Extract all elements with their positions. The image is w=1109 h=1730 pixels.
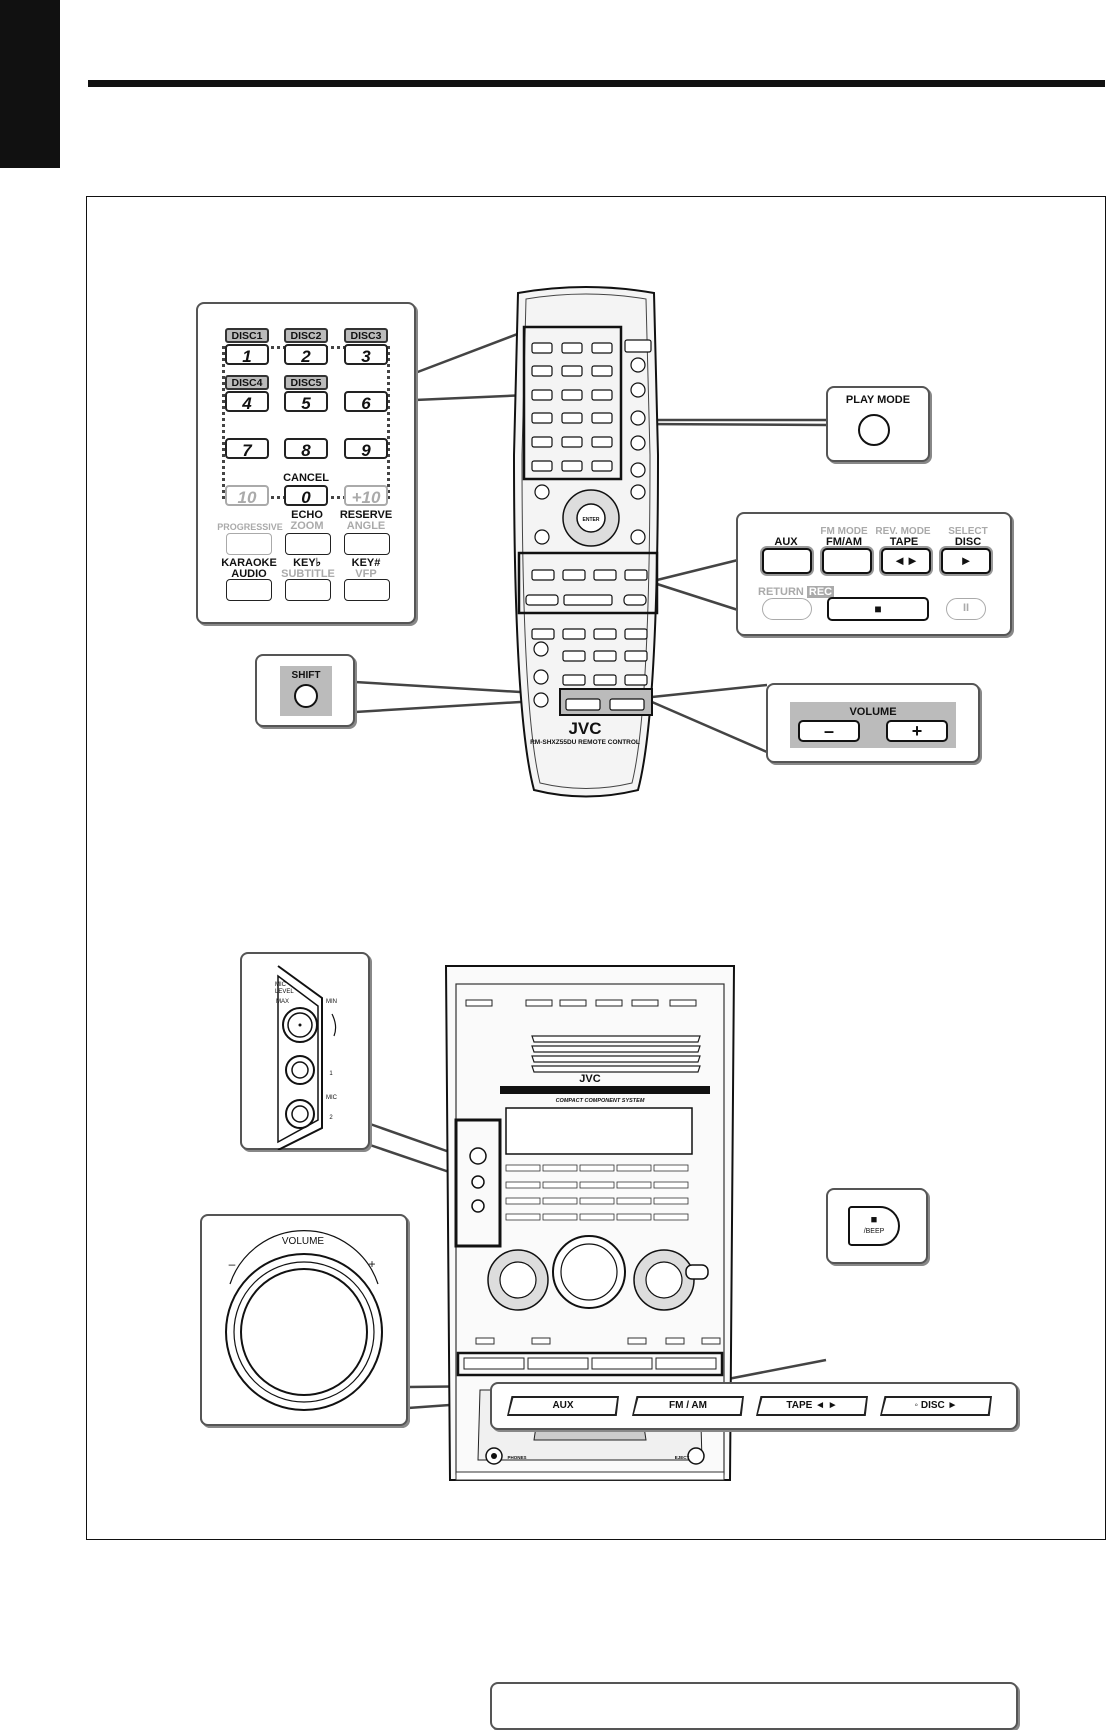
zoom-label: ZOOM [290, 520, 324, 532]
karaoke-label: KARAOKE [221, 557, 277, 569]
keyflat-label: KEY♭ [293, 557, 321, 569]
stop-beep-button[interactable]: ■ /BEEP [848, 1206, 900, 1246]
remote-enter-label: ENTER [582, 517, 600, 523]
shift-button[interactable] [294, 684, 318, 708]
mic-max-label: MAX [276, 999, 290, 1005]
mic-1-label: 1 [329, 1071, 333, 1077]
disc1-tag[interactable]: DISC1 [225, 328, 269, 343]
disc-button[interactable]: ► [941, 548, 991, 574]
aux-label: AUX [774, 536, 798, 548]
unit-phones: PHONES [507, 1455, 527, 1460]
stop-button[interactable]: ■ [827, 597, 929, 621]
unit-disc-button[interactable]: ◦ DISC ► [880, 1396, 992, 1416]
play-mode-button[interactable] [858, 414, 890, 446]
audio-label: AUDIO [231, 568, 267, 580]
reserve-angle-button[interactable] [344, 533, 390, 555]
remote-brand: JVC [568, 719, 602, 738]
unit-aux-button[interactable]: AUX [507, 1396, 619, 1416]
source-buttons-callout [490, 1682, 1018, 1730]
header-rule [88, 80, 1105, 87]
unit-eject: EJECT [674, 1455, 690, 1460]
shift-label: SHIFT [291, 670, 321, 681]
mic-level-label: MIC LEVEL [275, 982, 294, 995]
echo-label: ECHO [291, 509, 323, 521]
volume-down-button[interactable]: – [798, 720, 860, 742]
unit-brand: JVC [579, 1073, 601, 1085]
mic-panel [277, 965, 337, 1150]
remote-control [512, 286, 660, 798]
key-6[interactable]: 6 [344, 391, 388, 413]
select-label: SELECT [948, 526, 988, 537]
disc5-tag[interactable]: DISC5 [284, 375, 328, 390]
fm-am-label: FM/AM [825, 536, 863, 548]
key-5[interactable]: 5 [284, 391, 328, 413]
remote-model: RM-SHXZ55DU REMOTE CONTROL [530, 739, 640, 746]
tape-label: TAPE [889, 536, 919, 548]
mic-label: MIC [326, 1095, 337, 1101]
side-tab-marker [0, 0, 60, 168]
keysharp-label: KEY# [351, 557, 381, 569]
key-7[interactable]: 7 [225, 438, 269, 460]
key-2[interactable]: 2 [284, 344, 328, 366]
rev-mode-label: REV. MODE [875, 526, 931, 537]
knob-minus-label: – [228, 1257, 236, 1271]
disc4-tag[interactable]: DISC4 [225, 375, 269, 390]
echo-zoom-button[interactable] [285, 533, 331, 555]
unit-tape-button[interactable]: TAPE ◄ ► [756, 1396, 868, 1416]
key-plus10[interactable]: +10 [344, 485, 388, 507]
mic-2-label: 2 [329, 1115, 333, 1121]
angle-label: ANGLE [346, 520, 386, 532]
return-label: RETURN REC [758, 586, 835, 598]
disc-label: DISC [954, 536, 982, 548]
knob-volume-label: VOLUME [281, 1236, 325, 1247]
disc3-tag[interactable]: DISC3 [344, 328, 388, 343]
key-4[interactable]: 4 [225, 391, 269, 413]
key-1[interactable]: 1 [225, 344, 269, 366]
mic-min-label: MIN [326, 999, 337, 1005]
main-unit [444, 965, 736, 1481]
key-0[interactable]: 0 [284, 485, 328, 507]
karaoke-audio-button[interactable] [226, 579, 272, 601]
keysharp-vfp-button[interactable] [344, 579, 390, 601]
pause-button[interactable]: II [946, 598, 986, 620]
progressive-label: PROGRESSIVE [217, 522, 283, 532]
return-button[interactable] [762, 598, 812, 620]
reserve-label: RESERVE [339, 509, 393, 521]
beep-label: /BEEP [863, 1228, 885, 1235]
fm-mode-label: FM MODE [820, 526, 868, 537]
volume-up-button[interactable]: + [886, 720, 948, 742]
key-10[interactable]: 10 [225, 485, 269, 507]
key-3[interactable]: 3 [344, 344, 388, 366]
rec-badge: REC [806, 586, 835, 598]
aux-button[interactable] [762, 548, 812, 574]
figure-frame [86, 196, 1106, 1540]
volume-label: VOLUME [849, 706, 897, 718]
unit-compact-label: COMPACT COMPONENT SYSTEM [555, 1098, 645, 1104]
subtitle-label: SUBTITLE [281, 568, 335, 580]
play-mode-label: PLAY MODE [845, 394, 911, 406]
keyflat-subtitle-button[interactable] [285, 579, 331, 601]
volume-knob[interactable] [200, 1214, 408, 1426]
vfp-label: VFP [355, 568, 377, 580]
knob-plus-label: + [368, 1257, 376, 1271]
tape-button[interactable]: ◄► [881, 548, 931, 574]
disc2-tag[interactable]: DISC2 [284, 328, 328, 343]
fm-am-button[interactable] [822, 548, 872, 574]
progressive-button[interactable] [226, 533, 272, 555]
unit-fm-am-button[interactable]: FM / AM [632, 1396, 744, 1416]
cancel-label: CANCEL [283, 472, 329, 484]
key-9[interactable]: 9 [344, 438, 388, 460]
key-8[interactable]: 8 [284, 438, 328, 460]
stop-square-icon: ■ [870, 1214, 878, 1226]
